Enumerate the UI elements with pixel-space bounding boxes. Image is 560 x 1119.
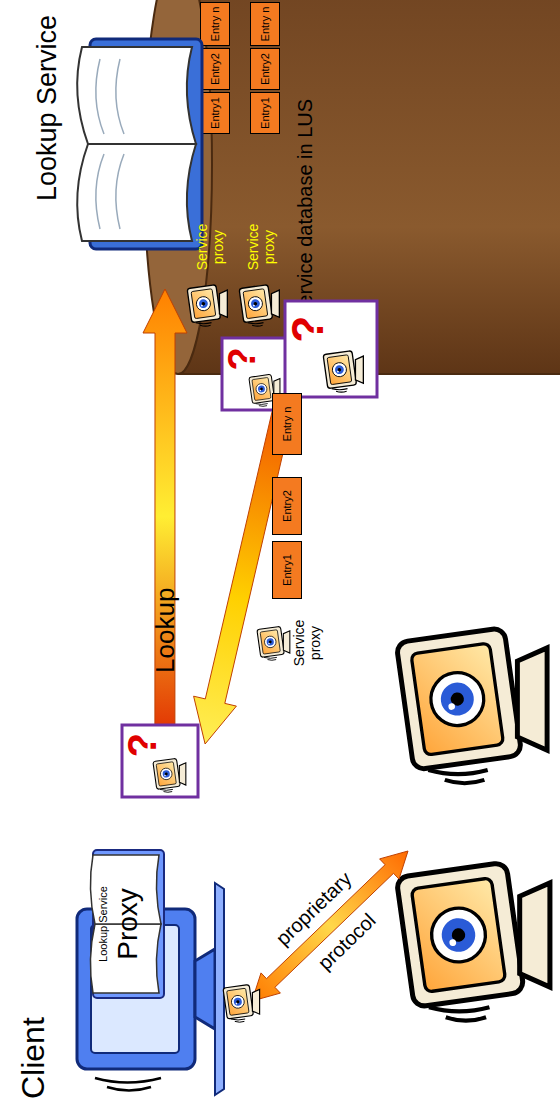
proxy-icon bbox=[223, 984, 260, 1022]
book-page bbox=[77, 47, 196, 144]
monitor-stand bbox=[195, 949, 215, 1029]
proxy-icon bbox=[153, 758, 186, 792]
client-node: Client Lookup ServiceProxy bbox=[15, 744, 225, 1109]
protocol-arrow bbox=[252, 851, 408, 1001]
entry-box: Entry n bbox=[250, 2, 280, 46]
entry-text: Entry n bbox=[251, 3, 279, 45]
entry-text: Entry n bbox=[273, 394, 301, 454]
query-mark: ? bbox=[120, 727, 164, 763]
entry-text: Entry1 bbox=[251, 93, 279, 133]
entry-text: Entry2 bbox=[251, 49, 279, 89]
entry-box: Entry1 bbox=[200, 92, 230, 134]
service-computer bbox=[396, 862, 550, 1020]
entry-text: Entry2 bbox=[201, 49, 229, 89]
node-text: Proxy bbox=[112, 849, 144, 999]
text-label: protocol bbox=[285, 882, 411, 1005]
book-page bbox=[77, 144, 196, 241]
node-heading: Client bbox=[15, 1017, 52, 1099]
text-label: proprietary bbox=[252, 849, 378, 972]
entry-box: Entry2 bbox=[200, 48, 230, 90]
node-heading: Service database in LUS bbox=[294, 99, 317, 319]
motion-lines bbox=[95, 1078, 161, 1091]
entry-box: Entry2 bbox=[250, 48, 280, 90]
cylinder-edge bbox=[178, 373, 560, 375]
entry-text: Entry2 bbox=[273, 478, 301, 534]
text-label: Service proxy bbox=[245, 217, 279, 277]
edge-label: Lookup bbox=[149, 575, 181, 685]
entry-box: Entry2 bbox=[272, 477, 302, 535]
text-label: Service proxy bbox=[291, 608, 325, 678]
cylinder-body bbox=[178, 0, 560, 374]
node-heading: Lookup Service bbox=[97, 849, 109, 999]
query-mark: ? bbox=[284, 309, 332, 349]
proxy-book-node: Lookup ServiceProxy bbox=[85, 849, 165, 999]
proxy-icon bbox=[257, 626, 290, 660]
cylinder-top bbox=[144, 0, 212, 374]
service-computer bbox=[396, 628, 547, 784]
page-lines bbox=[96, 59, 124, 229]
entry-box: Entry1 bbox=[272, 541, 302, 599]
entry-text: Entry1 bbox=[273, 542, 301, 598]
query-mark: ? bbox=[220, 341, 264, 377]
keyboard bbox=[215, 883, 224, 1095]
lookup-service-node: Lookup Service Service database in LUSEn… bbox=[20, 0, 560, 289]
node-heading: Lookup Service bbox=[32, 15, 63, 201]
entry-box: Entry1 bbox=[250, 92, 280, 134]
entry-box: Entry n bbox=[272, 393, 302, 455]
entry-text: Entry1 bbox=[201, 93, 229, 133]
entry-box: Entry n bbox=[200, 2, 230, 46]
text-label: Service proxy bbox=[194, 217, 228, 277]
entry-text: Entry n bbox=[201, 3, 229, 45]
